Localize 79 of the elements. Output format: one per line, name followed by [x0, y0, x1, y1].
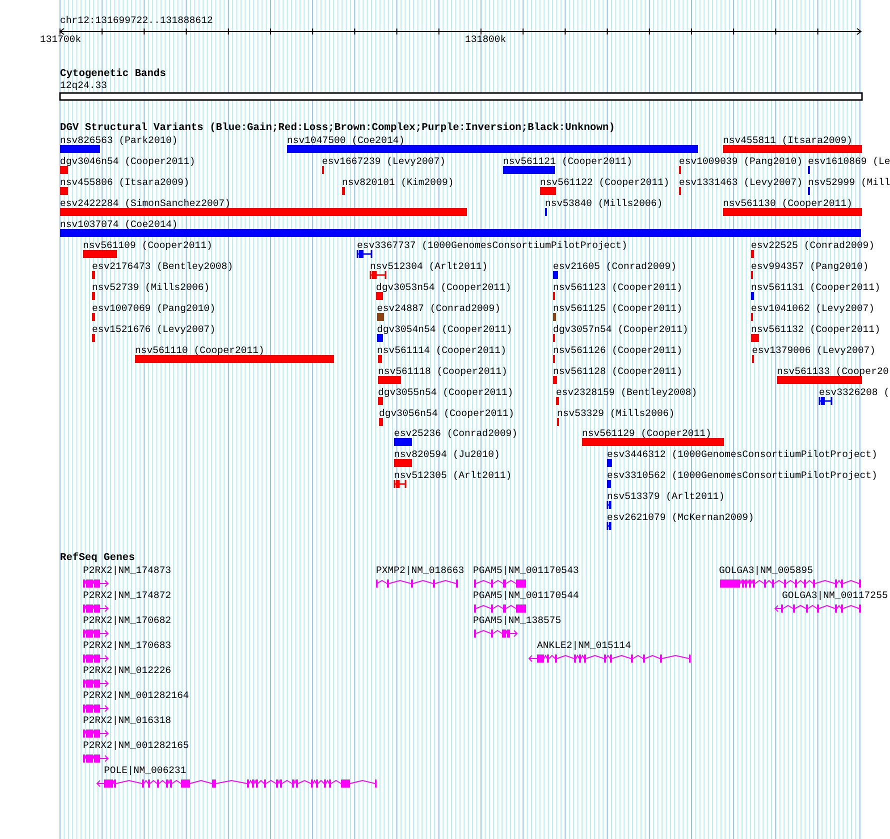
- variant-label: esv1379006 (Levy2007): [752, 346, 876, 356]
- variant-label: nsv1047500 (Coe2014): [287, 136, 405, 146]
- gene-label: GOLGA3|NM_005895: [719, 566, 814, 576]
- variant-label: esv25236 (Conrad2009): [394, 429, 518, 439]
- variant-label: nsv561130 (Cooper2011): [723, 199, 852, 209]
- variant-label: nsv561131 (Cooper2011): [751, 283, 880, 293]
- variant-label: nsv561109 (Cooper2011): [83, 241, 212, 251]
- gene-label: POLE|NM_006231: [104, 766, 186, 776]
- gene-label: ANKLE2|NM_015114: [537, 641, 632, 651]
- variant-label: nsv561133 (Cooper20: [777, 367, 889, 377]
- cytoband-label: 12q24.33: [60, 81, 108, 91]
- variant-label: nsv53329 (Mills2006): [557, 409, 675, 419]
- variant-label: esv2328159 (Bentley2008): [556, 388, 698, 398]
- variant-label: esv21605 (Conrad2009): [553, 262, 676, 272]
- axis-tick-label: 131800k: [465, 35, 506, 45]
- gene-label: PGAM5|NM_001170544: [473, 591, 579, 601]
- gene-label: P2RX2|NM_170682: [83, 616, 172, 626]
- track-title: DGV Structural Variants (Blue:Gain;Red:Loss;Brown:Complex;Purple:Inversion;Black:Unknown): [60, 123, 615, 133]
- variant-label: dgv3056n54 (Cooper2011): [379, 409, 514, 419]
- variant-label: dgv3054n54 (Cooper2011): [377, 325, 512, 335]
- variant-label: esv3326208 (: [819, 388, 890, 398]
- track-title: Cytogenetic Bands: [60, 69, 166, 79]
- track-title: RefSeq Genes: [60, 553, 135, 563]
- variant-label: esv2621079 (McKernan2009): [607, 513, 754, 523]
- variant-label: nsv561123 (Cooper2011): [553, 283, 682, 293]
- gene-label: PXMP2|NM_018663: [376, 566, 464, 576]
- gene-label: P2RX2|NM_012226: [83, 666, 172, 676]
- variant-label: esv1041062 (Levy2007): [751, 304, 874, 314]
- variant-label: nsv820594 (Ju2010): [394, 450, 500, 460]
- gene-label: P2RX2|NM_174872: [83, 591, 172, 601]
- variant-label: esv994357 (Pang2010): [751, 262, 869, 272]
- variant-label: esv2176473 (Bentley2008): [92, 262, 234, 272]
- gene-label: P2RX2|NM_001282164: [83, 691, 189, 701]
- variant-label: nsv820101 (Kim2009): [342, 178, 454, 188]
- variant-label: esv2422284 (SimonSanchez2007): [60, 199, 230, 209]
- variant-label: esv3367737 (1000GenomesConsortiumPilotProject): [357, 241, 628, 251]
- variant-label: nsv561129 (Cooper2011): [582, 429, 712, 439]
- gene-label: PGAM5|NM_138575: [473, 616, 562, 626]
- variant-label: nsv513379 (Arlt2011): [607, 492, 725, 502]
- variant-label: esv22525 (Conrad2009): [751, 241, 874, 251]
- variant-label: nsv561125 (Cooper2011): [553, 304, 682, 314]
- variant-label: nsv561121 (Cooper2011): [503, 157, 632, 167]
- variant-label: esv1667239 (Levy2007): [322, 157, 446, 167]
- variant-label: nsv826563 (Park2010): [60, 136, 178, 146]
- variant-label: dgv3057n54 (Cooper2011): [553, 325, 688, 335]
- variant-label: esv3310562 (1000GenomesConsortiumPilotProject): [607, 471, 878, 481]
- variant-label: esv24887 (Conrad2009): [377, 304, 500, 314]
- gene-label: P2RX2|NM_001282165: [83, 741, 189, 751]
- variant-label: nsv455811 (Itsara2009): [723, 136, 852, 146]
- variant-label: esv1331463 (Levy2007): [679, 178, 802, 188]
- gene-label: P2RX2|NM_016318: [83, 716, 172, 726]
- variant-label: esv1610869 (Le: [808, 157, 890, 167]
- gene-label: P2RX2|NM_174873: [83, 566, 172, 576]
- gene-label: GOLGA3|NM_00117255: [782, 591, 888, 601]
- variant-label: nsv512304 (Arlt2011): [370, 262, 488, 272]
- variant-label: nsv512305 (Arlt2011): [394, 471, 512, 481]
- variant-label: esv1009039 (Pang2010): [679, 157, 802, 167]
- variant-label: nsv561128 (Cooper2011): [553, 367, 682, 377]
- axis-tick-label: 131700k: [40, 35, 82, 45]
- gene-label: P2RX2|NM_170683: [83, 641, 172, 651]
- variant-label: esv3446312 (1000GenomesConsortiumPilotProject): [607, 450, 878, 460]
- variant-label: esv1007069 (Pang2010): [92, 304, 216, 314]
- variant-label: nsv52739 (Mills2006): [92, 283, 210, 293]
- variant-label: nsv561122 (Cooper2011): [540, 178, 670, 188]
- variant-label: nsv52999 (Mill: [808, 178, 890, 188]
- variant-label: dgv3055n54 (Cooper2011): [378, 388, 514, 398]
- position-label: chr12:131699722..131888612: [60, 16, 213, 26]
- variant-label: dgv3053n54 (Cooper2011): [376, 283, 512, 293]
- variant-label: nsv561110 (Cooper2011): [135, 346, 264, 356]
- variant-label: nsv561126 (Cooper2011): [553, 346, 682, 356]
- variant-label: dgv3046n54 (Cooper2011): [60, 157, 196, 167]
- variant-label: nsv455806 (Itsara2009): [60, 178, 190, 188]
- variant-label: nsv561132 (Cooper2011): [751, 325, 880, 335]
- variant-label: nsv561114 (Cooper2011): [377, 346, 506, 356]
- variant-label: nsv53840 (Mills2006): [545, 199, 663, 209]
- variant-label: nsv1037074 (Coe2014): [60, 220, 178, 230]
- variant-label: nsv561118 (Cooper2011): [378, 367, 508, 377]
- gene-label: PGAM5|NM_001170543: [473, 566, 579, 576]
- variant-label: esv1521676 (Levy2007): [92, 325, 216, 335]
